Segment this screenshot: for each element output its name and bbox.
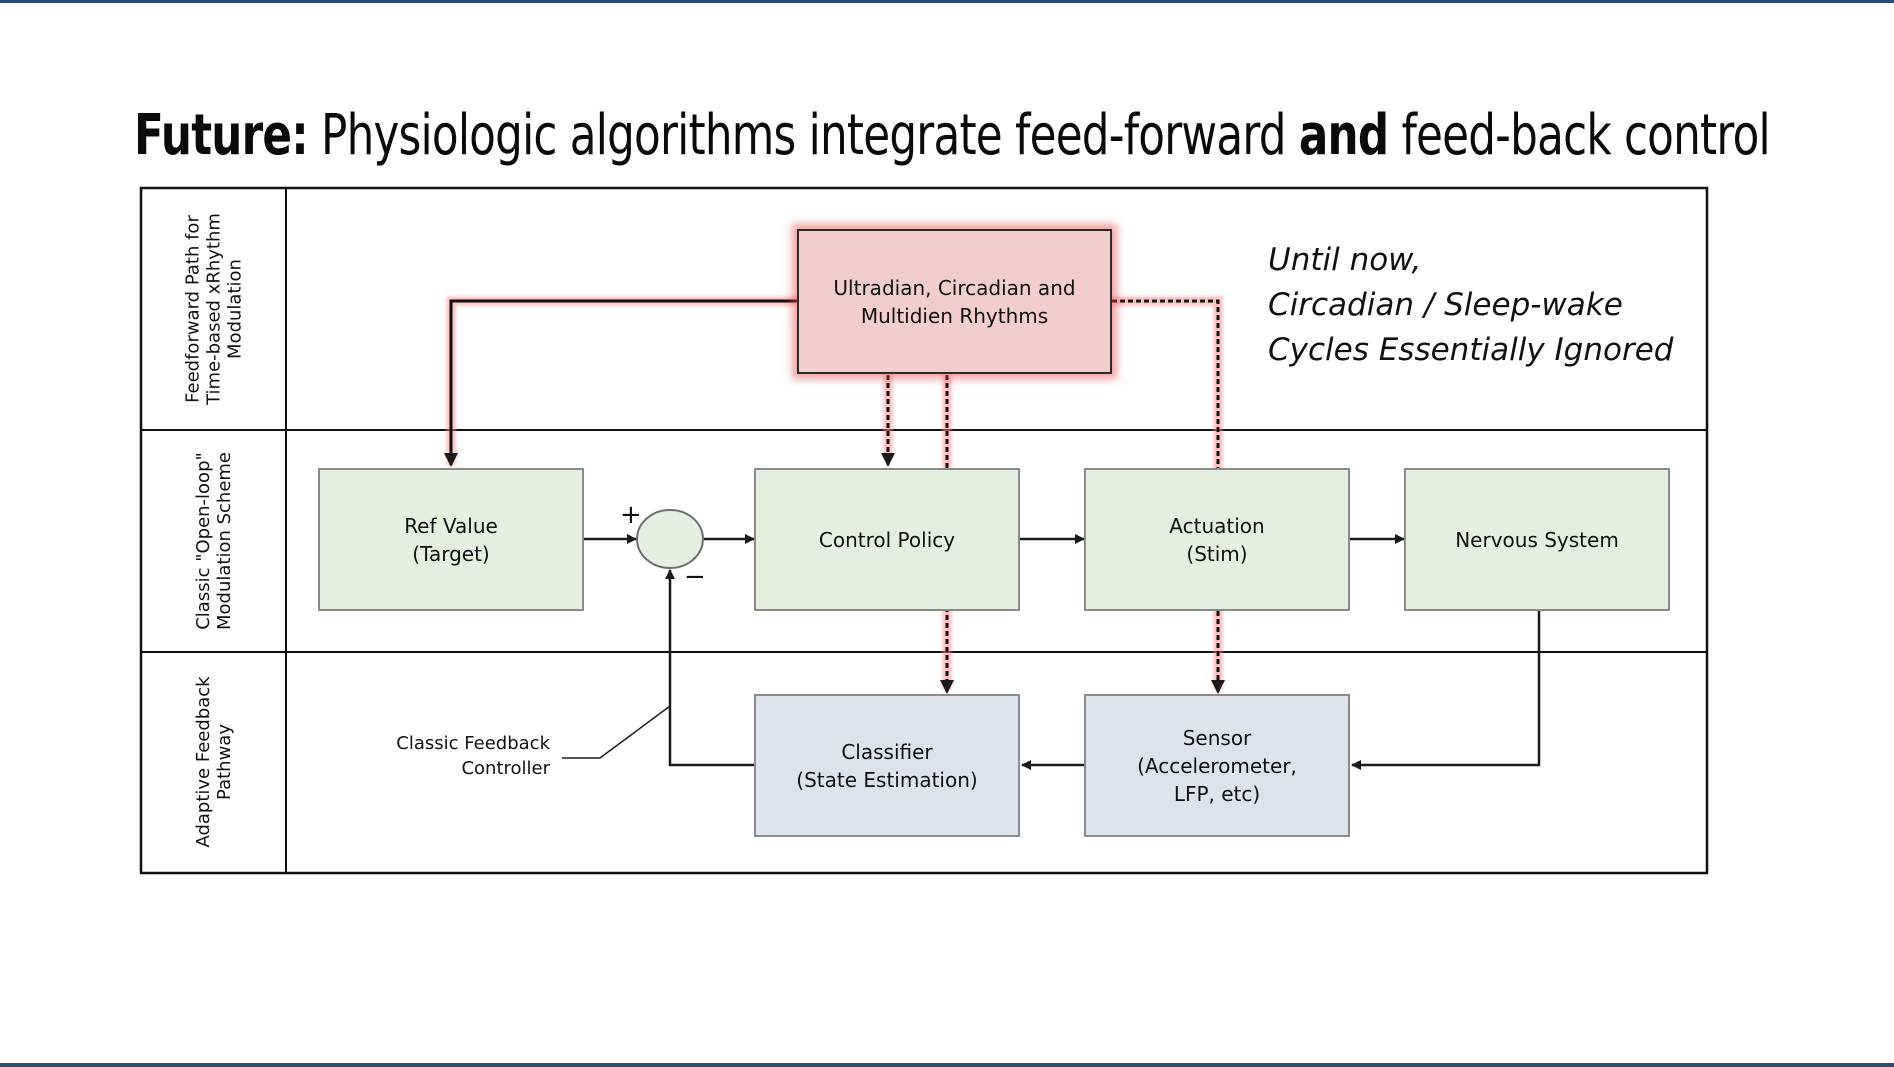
until-now-annotation: Until now, Circadian / Sleep-wake Cycles… <box>1268 242 1674 368</box>
arrow-classifier-to-sum <box>665 569 754 767</box>
feedback-label-leader <box>562 705 671 759</box>
slide-bottom-edge <box>0 1063 1894 1067</box>
title-bold-lead: Future: <box>134 103 309 168</box>
classic-feedback-label: Classic Feedback Controller <box>396 733 550 779</box>
nervous-system-box: Nervous System <box>1404 468 1670 611</box>
arrow-nervous-to-sensor <box>1351 611 1541 770</box>
classifier-box: Classifier (State Estimation) <box>754 694 1020 837</box>
slide-top-edge <box>0 0 1894 3</box>
row-label-feedback: Adaptive Feedback Pathway <box>193 676 235 848</box>
slide-title: Future: Physiologic algorithms integrate… <box>134 96 1771 176</box>
title-middle: Physiologic algorithms integrate feed-fo… <box>307 103 1299 168</box>
title-bold-and: and <box>1298 103 1389 168</box>
row-label-feedforward: Feedforward Path for Time-based xRhythm … <box>182 213 246 405</box>
sensor-box: Sensor (Accelerometer, LFP, etc) <box>1084 694 1350 837</box>
actuation-box: Actuation (Stim) <box>1084 468 1350 611</box>
feedforward-arrow-ref <box>444 299 797 467</box>
title-end: feed-back control <box>1388 103 1770 168</box>
sum-minus-sign: − <box>684 562 706 592</box>
sum-plus-sign: + <box>620 500 642 530</box>
swimlane-grid <box>139 186 1709 875</box>
feedforward-arrow-sensor <box>1112 299 1225 694</box>
loop-arrows <box>562 534 1541 770</box>
control-policy-box: Control Policy <box>754 468 1020 611</box>
ref-value-box: Ref Value (Target) <box>318 468 584 611</box>
row-label-open-loop: Classic "Open-loop" Modulation Scheme <box>193 451 235 631</box>
summing-junction <box>636 509 704 569</box>
rhythms-box: Ultradian, Circadian and Multidien Rhyth… <box>797 229 1112 374</box>
